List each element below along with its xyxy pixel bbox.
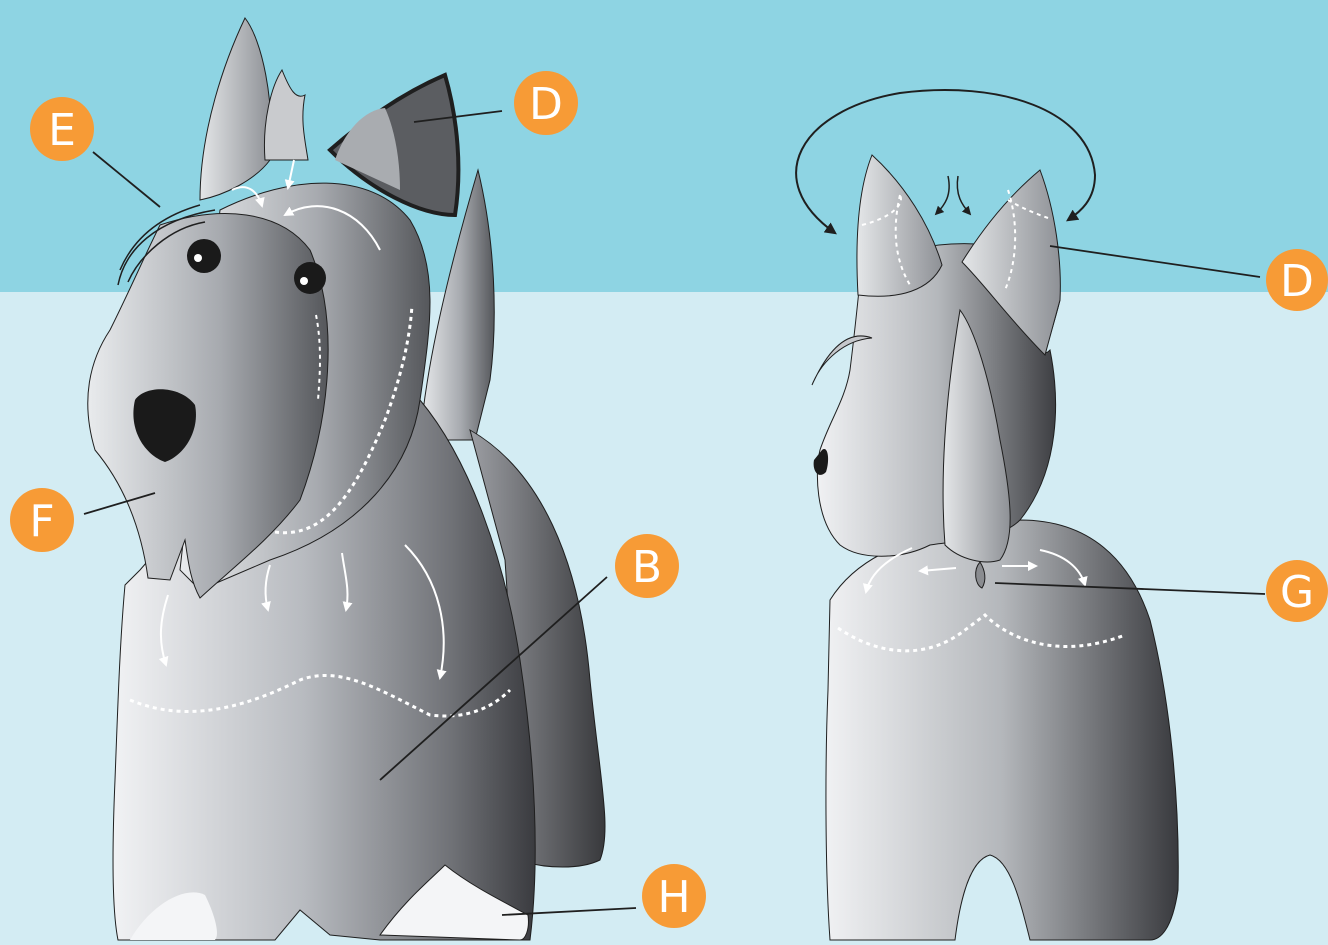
callout-leaders xyxy=(83,110,1266,916)
front-view-left-eye-shine xyxy=(194,254,202,262)
front-view-neck-guide xyxy=(274,304,414,535)
front-view-right-eye xyxy=(294,262,326,294)
rear-view-arrow-center-2 xyxy=(956,175,972,216)
front-view-arrow-chest-4 xyxy=(404,544,447,680)
rear-view-tail-tip xyxy=(975,561,986,589)
callout-marker-tail-base: G xyxy=(1266,560,1328,622)
front-view-arrow-head-3 xyxy=(283,205,381,251)
callout-marker-beard: F xyxy=(10,488,74,552)
callout-label-rear-ear: D xyxy=(1280,256,1314,307)
front-view-nose xyxy=(133,389,196,462)
rear-view-tail xyxy=(942,308,1011,563)
front-view-hind-leg xyxy=(469,428,606,868)
callout-marker-chest: B xyxy=(615,534,679,598)
leader-rear-ear xyxy=(1049,245,1261,278)
callout-label-chest: B xyxy=(632,542,662,593)
rear-view-dog xyxy=(795,89,1179,941)
rear-view-body xyxy=(825,519,1179,941)
rear-view-brow xyxy=(811,335,873,386)
front-view-chest-guide xyxy=(129,674,512,718)
callout-label-front-foot: H xyxy=(657,872,690,923)
front-view-right-eye-shine xyxy=(300,277,308,285)
callout-marker-front-foot: H xyxy=(642,864,706,928)
callout-label-front-ear: D xyxy=(529,79,563,130)
front-view-cheek-guide xyxy=(315,314,321,401)
leader-front-foot xyxy=(501,907,637,916)
front-view-arrow-chest-1 xyxy=(158,594,169,667)
rear-view-nose xyxy=(813,449,829,475)
front-view-crest-tuft xyxy=(263,68,309,161)
callout-marker-rear-ear: D xyxy=(1266,249,1328,311)
front-view-right-ear-tuft xyxy=(335,108,400,190)
rear-view-arrow-back-4 xyxy=(1039,549,1088,587)
front-view-arrow-chest-2 xyxy=(261,564,271,612)
callout-marker-brow: E xyxy=(30,97,94,161)
front-view-arrow-head-2 xyxy=(284,159,295,190)
callout-label-beard: F xyxy=(29,496,54,547)
leader-chest xyxy=(379,576,608,781)
front-view-left-paw-white xyxy=(130,892,217,940)
leader-front-ear xyxy=(413,110,503,123)
rear-view-arrow-center-1 xyxy=(934,175,950,216)
front-view-arrow-chest-3 xyxy=(341,552,353,612)
callout-label-brow: E xyxy=(48,105,76,156)
rear-view-circle-arrow xyxy=(795,89,1097,235)
leader-tail-base xyxy=(994,582,1266,595)
leader-brow xyxy=(92,151,161,208)
front-view-left-ear xyxy=(199,17,272,201)
front-view-arrow-head-1 xyxy=(231,186,265,208)
front-view-right-paw-white xyxy=(379,864,529,941)
front-view-muzzle xyxy=(87,213,329,599)
rear-view-arrow-back-2 xyxy=(918,565,957,576)
rear-view-arrow-back-1 xyxy=(862,547,913,594)
front-view-eyebrow xyxy=(117,204,216,286)
front-view-left-eye xyxy=(187,239,221,273)
callout-marker-front-ear: D xyxy=(514,71,578,135)
callout-label-tail-base: G xyxy=(1280,567,1314,618)
front-view-dog xyxy=(87,17,606,941)
leader-beard xyxy=(83,492,156,515)
